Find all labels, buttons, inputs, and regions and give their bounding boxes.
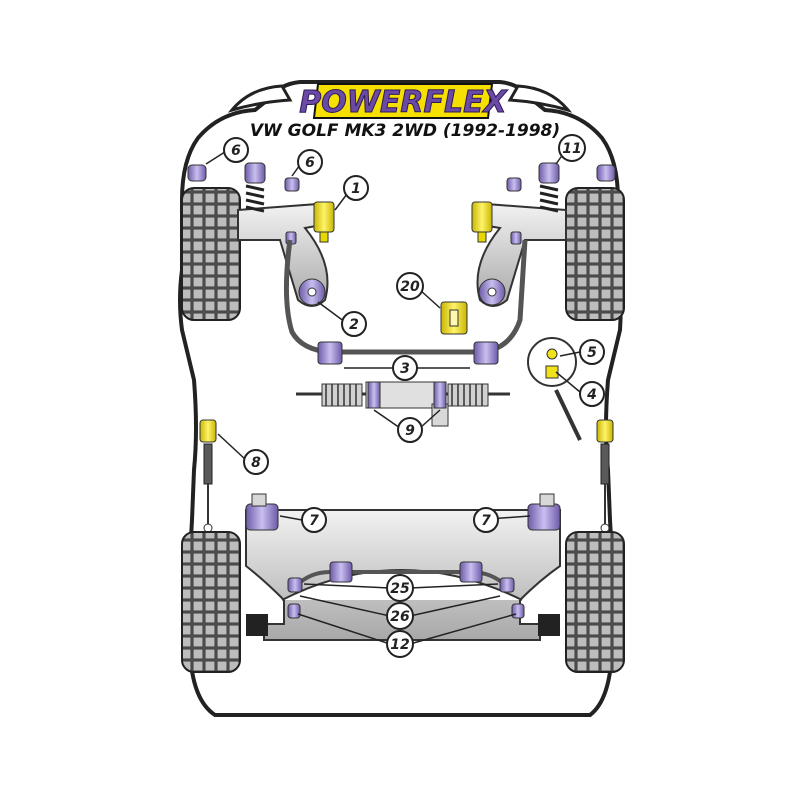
logo-text: POWERFLEX	[299, 85, 508, 120]
leader-lines	[205, 149, 581, 645]
outer-right-mount	[596, 164, 616, 182]
callout-label: 7	[309, 513, 319, 529]
rear-right-damper	[596, 419, 614, 533]
rear-right-bracket	[539, 493, 555, 507]
rear-right-wheel	[565, 531, 625, 673]
callout-25: 25	[386, 574, 414, 602]
rear-left-stub	[246, 614, 268, 636]
callout-label: 5	[587, 345, 597, 361]
front-left-yellow-bush	[313, 201, 335, 243]
callout-2: 2	[341, 311, 367, 337]
callout-6-left: 6	[223, 137, 249, 163]
callout-1: 1	[343, 175, 369, 201]
callout-label: 11	[562, 141, 581, 157]
windscreen-right	[507, 84, 573, 113]
front-right-yellow-bush	[471, 201, 493, 243]
arb-bush-right	[473, 341, 499, 365]
front-right-spring	[539, 184, 559, 213]
callout-7-right: 7	[473, 507, 499, 533]
callout-label: 6	[305, 155, 315, 171]
callout-label: 20	[400, 279, 420, 295]
callout-label: 2	[349, 317, 359, 333]
front-right-top-mount	[538, 162, 560, 184]
rear-lower-bush-left	[287, 603, 301, 619]
arb-bush-left	[317, 341, 343, 365]
front-left-spring	[245, 184, 265, 213]
front-left-wheel	[181, 187, 241, 321]
front-right-small-bush	[506, 177, 522, 192]
callout-label: 25	[390, 581, 410, 597]
yellow-bush-20	[440, 301, 468, 335]
front-left-small-bush	[284, 177, 300, 192]
front-left-top-mount	[244, 162, 266, 184]
callout-label: 4	[586, 387, 597, 403]
rear-left-wheel	[181, 531, 241, 673]
rear-anti-roll-bar	[294, 570, 508, 588]
callout-3: 3	[392, 355, 418, 381]
rear-arb-link-left	[287, 577, 303, 593]
diagram-title: VW GOLF MK3 2WD (1992-1998)	[250, 121, 560, 141]
callout-label: 1	[351, 181, 361, 197]
callout-7-left: 7	[301, 507, 327, 533]
callout-4: 4	[579, 381, 605, 407]
rear-left-bracket	[251, 493, 267, 507]
front-right-wheel	[565, 187, 625, 321]
rear-arb-bush-right	[459, 561, 483, 583]
callout-8: 8	[243, 449, 269, 475]
callout-12: 12	[386, 630, 414, 658]
callout-9: 9	[397, 417, 423, 443]
rear-arb-link-right	[499, 577, 515, 593]
callout-label: 8	[251, 455, 261, 471]
rear-left-trailing-arm-bush	[245, 503, 279, 531]
front-right-wishbone	[476, 202, 567, 307]
rear-right-trailing-arm-bush	[527, 503, 561, 531]
rear-left-damper	[199, 419, 217, 533]
rear-arb-bush-left	[329, 561, 353, 583]
callout-label: 9	[405, 423, 415, 439]
steering-rack	[296, 381, 510, 427]
callout-5: 5	[579, 339, 605, 365]
callout-label: 3	[400, 361, 410, 377]
rear-lower-bush-right	[511, 603, 525, 619]
rear-right-stub	[538, 614, 560, 636]
callout-label: 12	[390, 637, 409, 653]
callout-label: 26	[390, 609, 410, 625]
front-anti-roll-bar	[283, 239, 528, 355]
bolt-kit-detail	[527, 337, 582, 441]
callout-label: 6	[231, 143, 241, 159]
powerflex-logo: POWERFLEX	[299, 83, 509, 121]
bush-centre	[307, 287, 317, 297]
front-right-arm-bush	[510, 231, 522, 245]
windscreen-left	[227, 84, 293, 113]
callout-11: 11	[558, 134, 586, 162]
callout-26: 26	[386, 602, 414, 630]
bush-centre	[487, 287, 497, 297]
callout-20: 20	[396, 272, 424, 300]
callout-label: 7	[481, 513, 491, 529]
outer-left-mount	[187, 164, 207, 182]
callout-6-right: 6	[297, 149, 323, 175]
